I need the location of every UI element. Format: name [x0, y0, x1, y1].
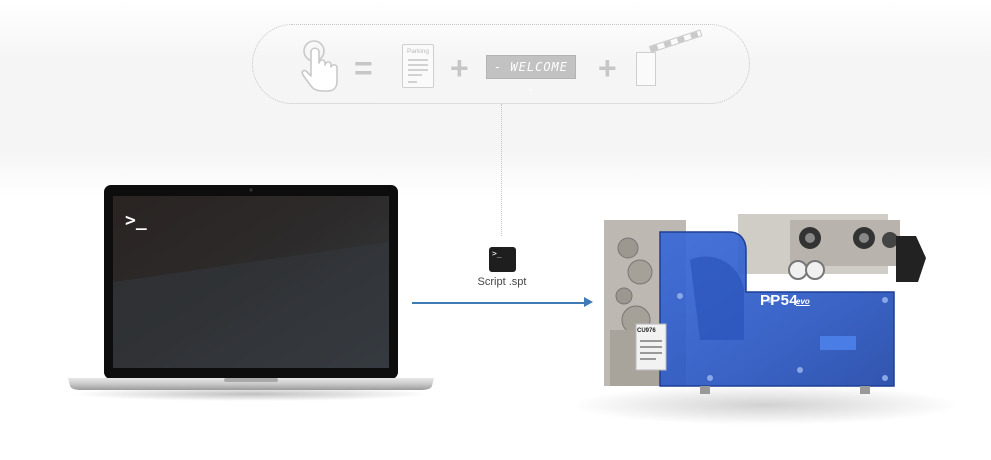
welcome-display: - WELCOME - [486, 55, 576, 96]
printer-model: PP54 [760, 292, 798, 309]
kiosk-printer [570, 214, 960, 425]
hand-touch-icon [301, 40, 338, 92]
printer-sticker-code: CU976 [637, 328, 656, 334]
arrow-head [584, 297, 593, 307]
barrier-gate-icon [636, 52, 656, 86]
laptop [68, 185, 434, 401]
ticket-line [408, 81, 417, 83]
printer-model-suffix: evo [796, 297, 810, 306]
plus-sign: + [450, 50, 469, 86]
ticket-line [408, 59, 428, 61]
transfer-arrow [412, 302, 588, 304]
ticket-line [408, 74, 422, 76]
ticket-label: Parking [406, 48, 430, 55]
script-label: Script .spt [477, 276, 527, 288]
connector-line [501, 104, 502, 236]
background-band [0, 0, 991, 196]
ticket-line [408, 69, 428, 71]
terminal-icon: >_ [489, 247, 516, 272]
terminal-prompt: >_ [125, 210, 147, 231]
ticket-line [408, 64, 428, 66]
flow-outline [252, 24, 750, 104]
plus-sign: + [598, 50, 617, 86]
parking-ticket-icon: Parking [402, 44, 434, 88]
equals-sign: = [354, 50, 373, 86]
